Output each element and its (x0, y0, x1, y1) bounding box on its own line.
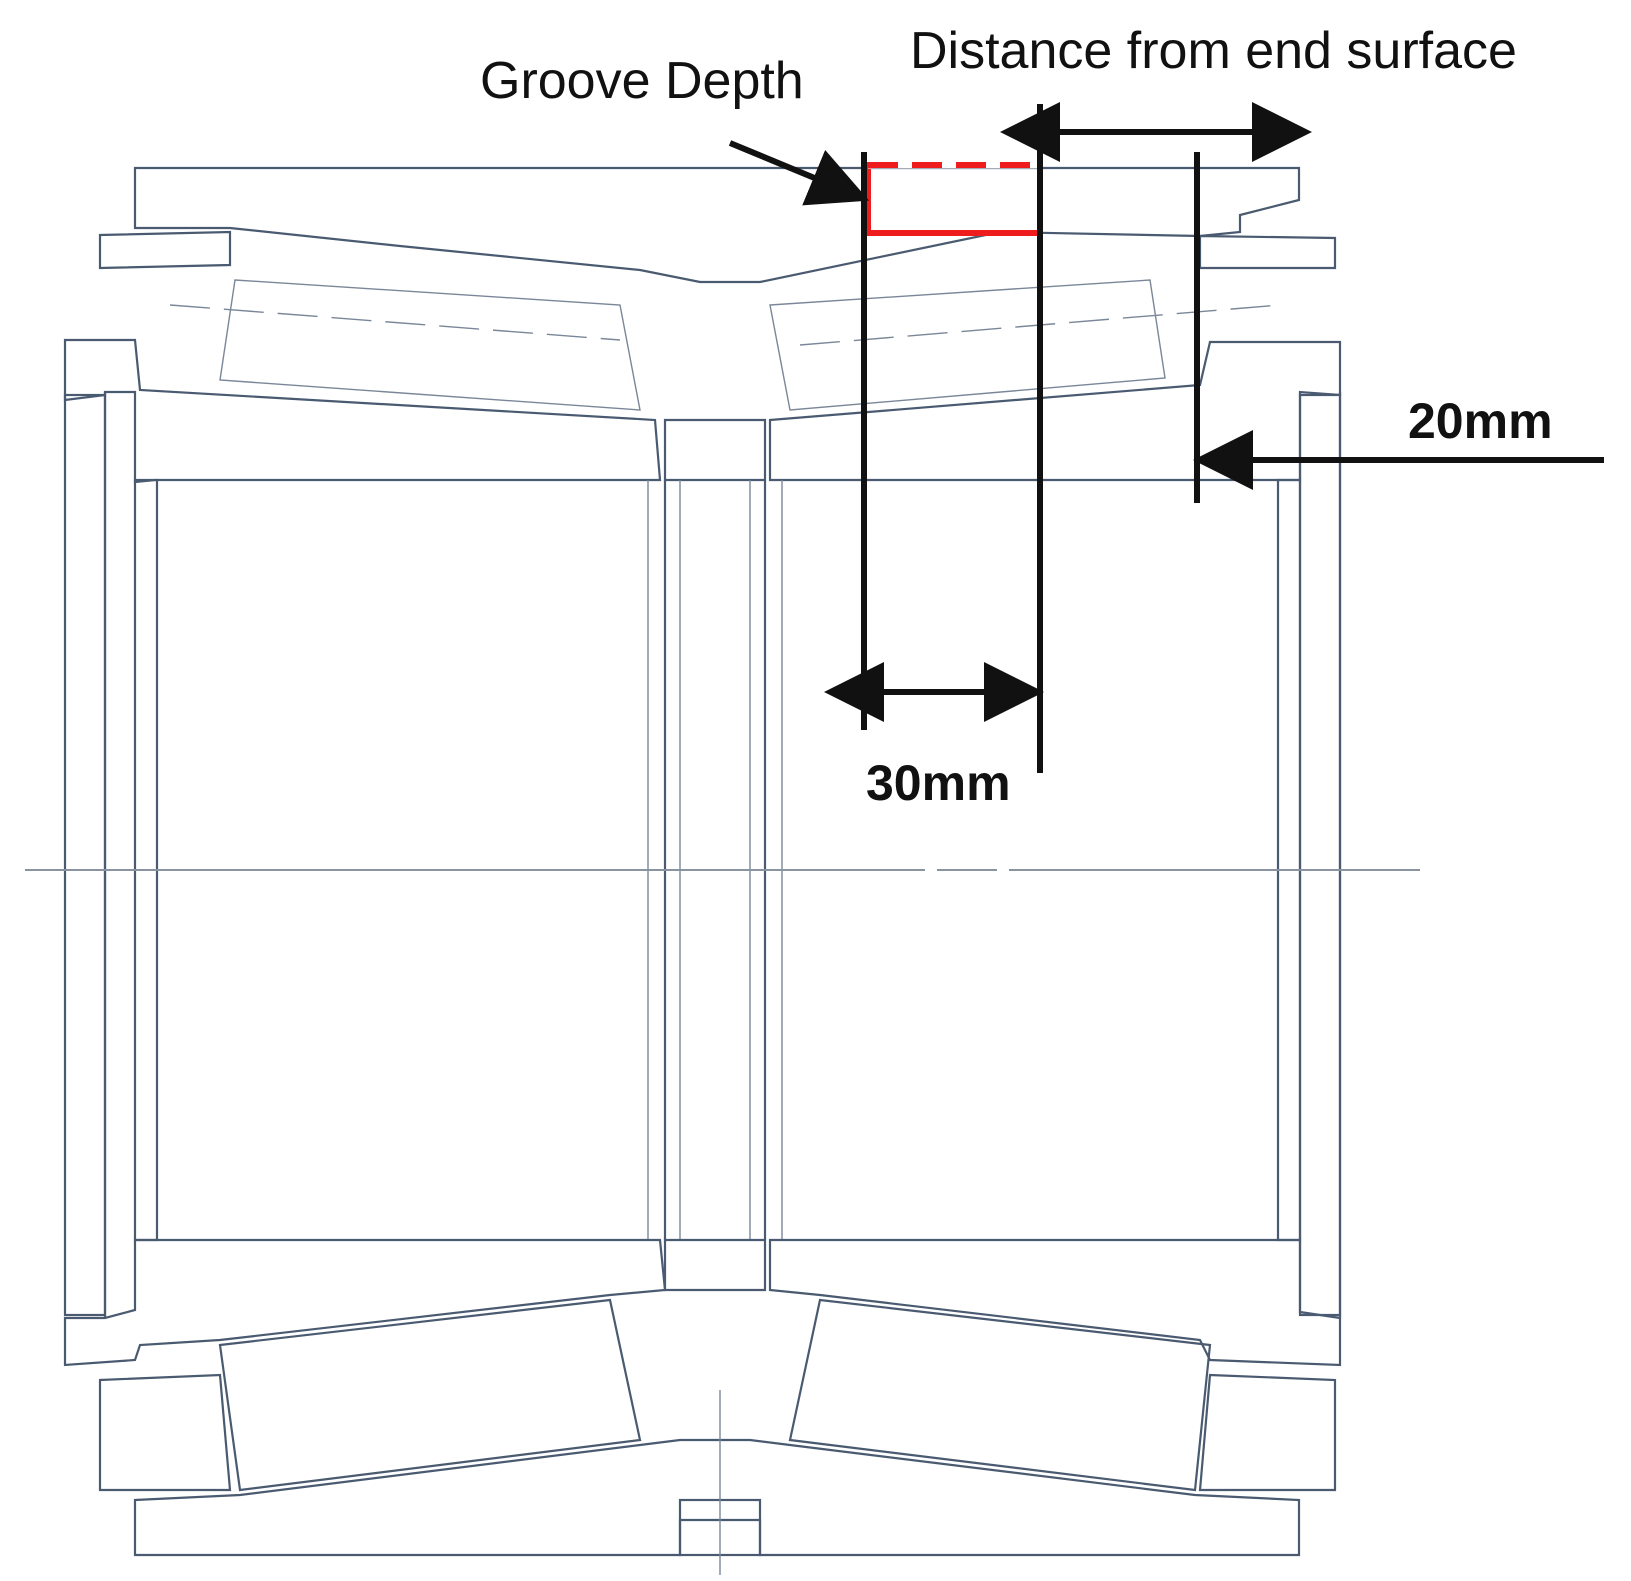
left-flange-bottom (98, 1373, 232, 1492)
groove-leader (728, 140, 870, 206)
left-flange-top (98, 230, 232, 270)
left-cone-bottom (63, 1238, 667, 1367)
outer-cup-top (133, 166, 1301, 284)
left-inner-ring (133, 478, 159, 1242)
left-end-ring (63, 393, 107, 1317)
left-roller-top (219, 279, 641, 411)
right-inner-ring (1276, 478, 1302, 1242)
outer-cup-bottom (133, 1438, 1301, 1557)
right-cone-bottom (768, 1238, 1342, 1367)
right-flange-top (1198, 234, 1337, 270)
groove-highlight (865, 161, 1043, 236)
groove-depth-label: Groove Depth (480, 52, 804, 110)
right-flange-bottom (1198, 1373, 1337, 1492)
dim-20-label: 20mm (1408, 393, 1553, 449)
right-roller-bottom (788, 1298, 1212, 1492)
right-end-ring (1298, 393, 1342, 1317)
dimensions (728, 102, 1604, 773)
groove-red-box (865, 162, 1043, 236)
left-cone-top (63, 338, 662, 484)
distance-label: Distance from end surface (910, 22, 1517, 80)
right-roller-top (769, 279, 1166, 411)
center-spacer-top (663, 418, 767, 482)
left-roller-bottom (218, 1298, 642, 1492)
bottom-section (63, 1238, 1342, 1575)
bore-region (25, 392, 1420, 1318)
dim-30-label: 30mm (866, 755, 1011, 811)
center-spacer-bottom (663, 1238, 767, 1292)
top-section (63, 166, 1342, 484)
